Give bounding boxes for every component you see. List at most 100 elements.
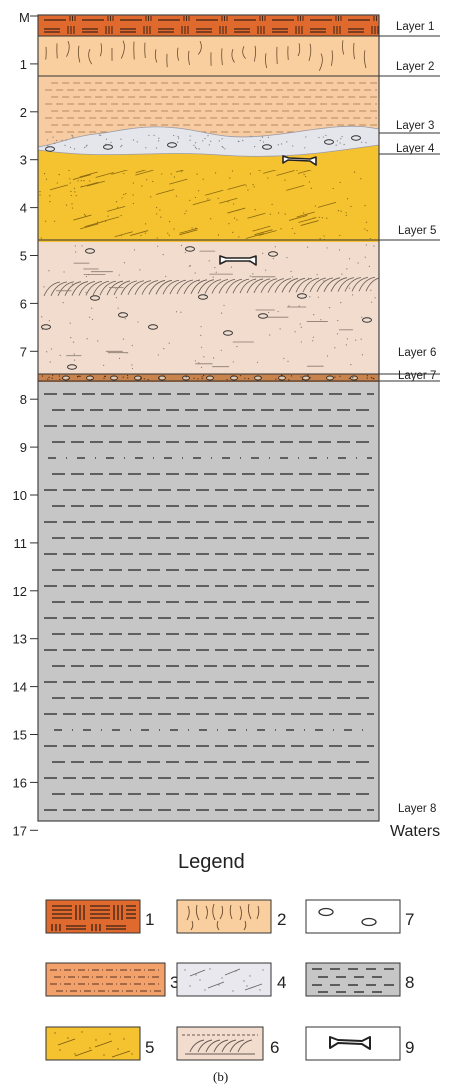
axis-tick-label: 3 xyxy=(20,153,27,168)
layer-6-pattern xyxy=(41,244,379,370)
pebble-icon xyxy=(90,295,100,301)
layer-1-pattern xyxy=(44,16,379,34)
legend-num-5: 5 xyxy=(145,1038,154,1057)
legend-item-4: 4 xyxy=(176,962,286,997)
pebble-icon xyxy=(85,248,95,254)
legend-title: Legend xyxy=(178,851,245,873)
axis-tick-label: 7 xyxy=(20,344,27,359)
pebble-icon xyxy=(278,375,286,381)
axis-tick-label: 10 xyxy=(13,488,27,503)
layer-boundaries xyxy=(38,35,379,382)
layer-5-top xyxy=(38,145,379,170)
legend-num-4: 4 xyxy=(277,973,286,992)
column-frame xyxy=(37,14,380,822)
legend-num-2: 2 xyxy=(277,910,286,929)
legend-item-5: 5 xyxy=(45,1026,154,1061)
pebble-icon xyxy=(297,293,307,299)
pebble-icon xyxy=(167,142,177,148)
pebble-icon xyxy=(302,375,310,381)
legend-num-7: 7 xyxy=(405,910,414,929)
legend-num-3: 3 xyxy=(170,973,179,992)
rootlet-icon xyxy=(186,903,260,931)
layer-5-pattern xyxy=(39,151,376,241)
layer-2-fill xyxy=(38,36,379,76)
layer-3-label: Layer 3 xyxy=(396,120,434,132)
legend-num-6: 6 xyxy=(270,1038,279,1057)
axis-tick-label: 5 xyxy=(20,249,27,264)
legend-num-8: 8 xyxy=(405,973,414,992)
layer-3-pattern xyxy=(45,82,377,133)
axis-tick-label: 14 xyxy=(13,680,27,695)
axis-tick-label: 6 xyxy=(20,296,27,311)
lamination-icon xyxy=(51,905,136,931)
layer-6-label: Layer 6 xyxy=(398,347,436,359)
layer-1-fill xyxy=(38,15,379,36)
legend-item-9: 9 xyxy=(305,1026,414,1061)
bone-fossil-icon xyxy=(219,255,257,266)
layer-6-fill xyxy=(38,240,379,374)
pebble-icon xyxy=(86,375,94,381)
sand-lens-icon xyxy=(184,968,264,992)
axis-tick-label: 1 xyxy=(20,57,27,72)
pebble-icon xyxy=(254,375,262,381)
waters-label: Waters xyxy=(390,823,440,840)
layer-1-label: Layer 1 xyxy=(396,21,434,33)
legend-item-2: 2 xyxy=(176,899,286,934)
pebble-icon xyxy=(67,364,77,370)
axis-tick-label: 11 xyxy=(14,536,28,551)
axis-unit-label: M xyxy=(19,10,30,25)
pebble-icon xyxy=(148,324,158,330)
axis-tick-label: 12 xyxy=(13,584,27,599)
pebble-icon xyxy=(318,907,377,927)
pebble-icon xyxy=(268,251,278,257)
pebble-icon xyxy=(351,135,361,141)
layer-5-label: Layer 5 xyxy=(398,225,436,237)
layer-4-label: Layer 4 xyxy=(396,143,435,155)
pebble-icon xyxy=(158,375,166,381)
legend-item-6: 6 xyxy=(176,1026,279,1061)
pebble-icon xyxy=(45,146,55,152)
pebble-icon xyxy=(110,375,118,381)
clay-icon xyxy=(312,968,394,993)
layer-8-label: Layer 8 xyxy=(398,803,436,815)
pebble-icon xyxy=(41,324,51,330)
axis-tick-label: 9 xyxy=(20,440,27,455)
bone-fossil-icon xyxy=(282,155,317,166)
layer-labels: Layer 1 Layer 2 Layer 3 Layer 4 Layer 5 … xyxy=(379,21,440,840)
pebble-icon xyxy=(258,313,268,319)
axis-tick-label: 16 xyxy=(13,775,27,790)
axis-tick-label: 15 xyxy=(13,728,27,743)
pebble-icon xyxy=(118,312,128,318)
layer-7-pattern xyxy=(41,374,375,381)
legend-item-1: 1 xyxy=(45,899,154,934)
pebble-icon xyxy=(182,375,190,381)
layer-2-label: Layer 2 xyxy=(396,61,434,73)
yellow-sand-icon xyxy=(54,1031,133,1058)
pebble-icon xyxy=(223,330,233,336)
dash-dot-icon xyxy=(50,969,162,992)
layer-8-pattern xyxy=(44,393,374,811)
axis-tick-label: 17 xyxy=(13,823,27,838)
cross-bedding-icon xyxy=(182,1034,258,1055)
stratigraphic-column xyxy=(38,15,379,821)
legend-item-3: 3 xyxy=(45,962,179,997)
legend-item-8: 8 xyxy=(305,962,414,997)
pebble-icon xyxy=(230,375,238,381)
figure-caption: (b) xyxy=(213,1069,228,1084)
layer-2-pattern xyxy=(45,40,367,71)
pebble-icon xyxy=(185,246,195,252)
legend-num-1: 1 xyxy=(145,910,154,929)
axis-tick-label: 2 xyxy=(20,105,27,120)
pebble-icon xyxy=(198,294,208,300)
legend-item-7: 7 xyxy=(305,899,414,934)
pebble-icon xyxy=(206,375,214,381)
layer-8-fill xyxy=(38,381,379,821)
layer-4-pattern xyxy=(45,134,367,152)
layer-7-label: Layer 7 xyxy=(398,370,436,382)
axis-tick-label: 8 xyxy=(20,392,27,407)
axis-tick-label: 4 xyxy=(20,201,27,216)
pebble-icon xyxy=(350,375,358,381)
bone-icon xyxy=(329,1036,371,1050)
